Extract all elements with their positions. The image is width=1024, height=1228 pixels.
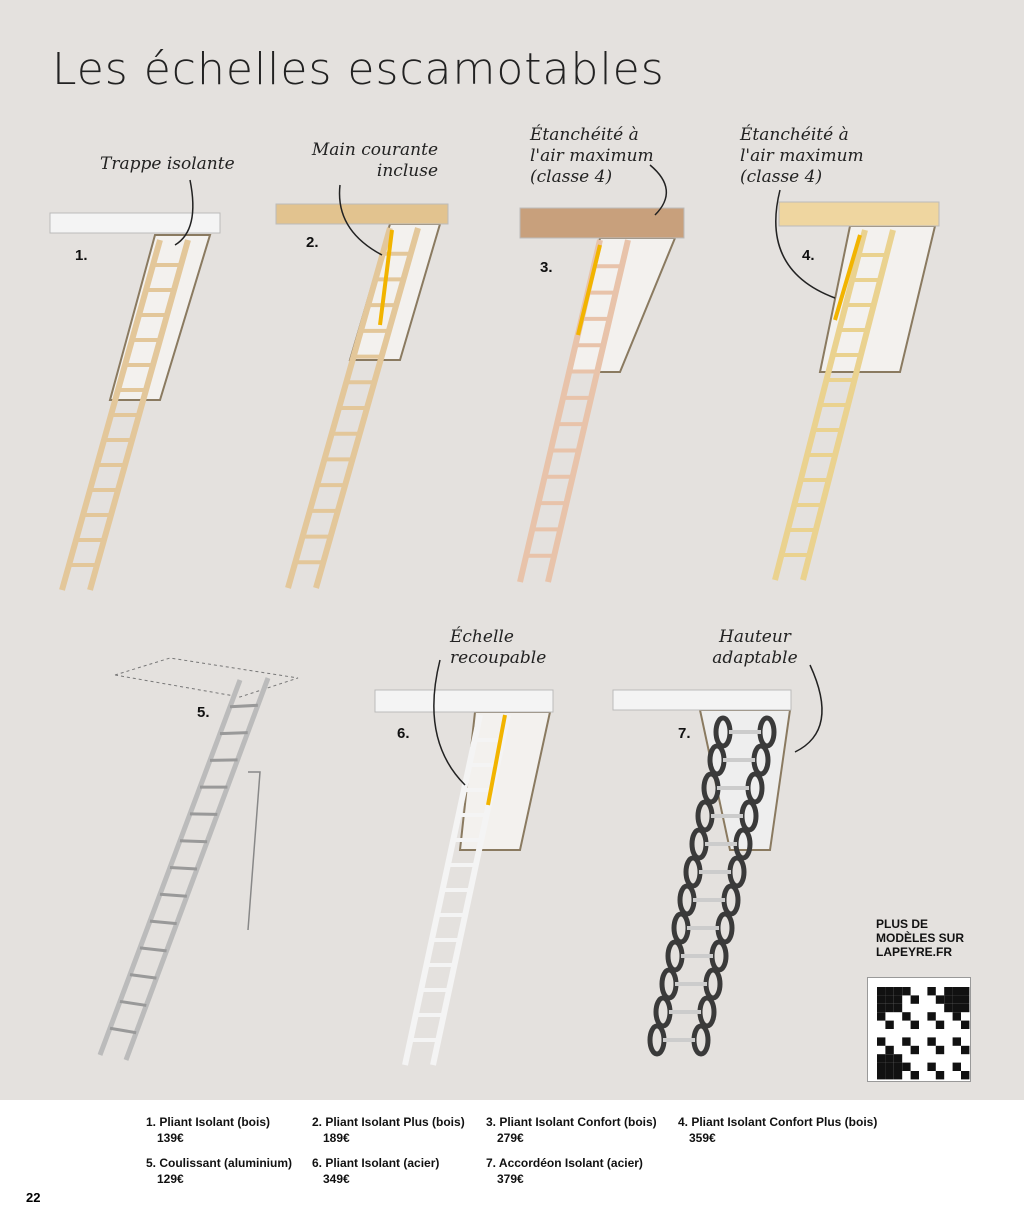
accordion-link [653, 995, 673, 1029]
qr-code[interactable] [867, 977, 971, 1082]
annotation-arrow [433, 659, 466, 786]
product-list [0, 1100, 1024, 1228]
more-models-text: PLUS DE MODÈLES SUR LAPEYRE.FR [876, 917, 965, 959]
ladder-rung [229, 703, 258, 709]
page-number: 22 [26, 1190, 41, 1205]
annotation-arrow [794, 664, 823, 753]
annotation-arrow [174, 179, 194, 246]
accordion-link [683, 855, 703, 889]
handrail [378, 229, 394, 326]
ladder-rung [129, 973, 157, 980]
accordion-link [659, 967, 679, 1001]
note-etancheite-4: Étanchéité à l'air maximum (classe 4) [740, 125, 864, 187]
accordion-link [727, 855, 747, 889]
ladder-rung [109, 1026, 137, 1035]
accordion-link [665, 939, 685, 973]
ladder-7 [612, 689, 792, 1057]
label-6: 6. [397, 725, 410, 742]
accordion-link [709, 939, 729, 973]
ladder-trapdoor [374, 689, 554, 713]
annotation-arrow [649, 164, 668, 216]
ladder-rung [169, 866, 198, 871]
annotation-arrow [775, 189, 836, 299]
handrail [486, 714, 507, 806]
ladder-5 [97, 657, 299, 1061]
ladder-hatch [348, 223, 442, 361]
ladder-trapdoor [778, 201, 940, 227]
accordion-link [715, 911, 735, 945]
accordion-link [671, 911, 691, 945]
ladder-rung [119, 999, 147, 1007]
ladder-2 [275, 203, 449, 589]
ladder-1 [49, 212, 221, 591]
handrail [833, 234, 862, 321]
ladder-rung [139, 946, 167, 953]
ladder-rung [209, 758, 238, 762]
label-5: 5. [197, 704, 210, 721]
note-main-courante: Main courante incluse [311, 140, 438, 181]
ladder-hatch [108, 234, 212, 401]
label-7: 7. [678, 725, 691, 742]
product-3: 3. Pliant Isolant Confort (bois)279€ [486, 1115, 657, 1145]
product-4: 4. Pliant Isolant Confort Plus (bois)359… [678, 1115, 878, 1145]
ladder-rail [545, 239, 631, 583]
product-2: 2. Pliant Isolant Plus (bois)189€ [312, 1115, 465, 1145]
ladder-4 [772, 201, 940, 581]
ladder-rung [149, 919, 177, 926]
ladder-rung [179, 839, 208, 844]
hook-pole [247, 771, 261, 931]
ladder-trapdoor [275, 203, 449, 225]
product-6: 6. Pliant Isolant (acier)349€ [312, 1156, 440, 1186]
label-3: 3. [540, 259, 553, 276]
label-1: 1. [75, 247, 88, 264]
annotation-arrow [338, 184, 383, 256]
product-5: 5. Coulissant (aluminium)129€ [146, 1156, 293, 1186]
note-etancheite-3: Étanchéité à l'air maximum (classe 4) [530, 125, 654, 187]
label-4: 4. [802, 247, 815, 264]
product-7: 7. Accordéon Isolant (acier)379€ [486, 1156, 643, 1186]
ceiling-outline [114, 657, 299, 698]
ladder-rung [159, 892, 187, 898]
page-title: Les échelles escamotables [52, 44, 665, 95]
ladder-rung [219, 731, 248, 736]
accordion-link [677, 883, 697, 917]
product-1: 1. Pliant Isolant (bois)139€ [146, 1115, 271, 1145]
handrail [576, 244, 602, 336]
ladder-rung [189, 812, 218, 816]
note-trappe: Trappe isolante [100, 154, 235, 174]
accordion-link [701, 771, 721, 805]
accordion-link [647, 1023, 667, 1057]
accordion-link [703, 967, 723, 1001]
ladder-trapdoor [519, 207, 685, 239]
note-recoupable: Échelle recoupable [450, 627, 547, 668]
ladder-trapdoor [612, 689, 792, 711]
note-hauteur: Hauteur adaptable [712, 627, 798, 668]
label-2: 2. [306, 234, 319, 251]
ladder-illustrations [49, 164, 940, 1066]
accordion-link [721, 883, 741, 917]
accordion-link [697, 995, 717, 1029]
accordion-link [695, 799, 715, 833]
accordion-link [689, 827, 709, 861]
ladder-trapdoor [49, 212, 221, 234]
ladder-6 [374, 689, 554, 1066]
accordion-link [691, 1023, 711, 1057]
